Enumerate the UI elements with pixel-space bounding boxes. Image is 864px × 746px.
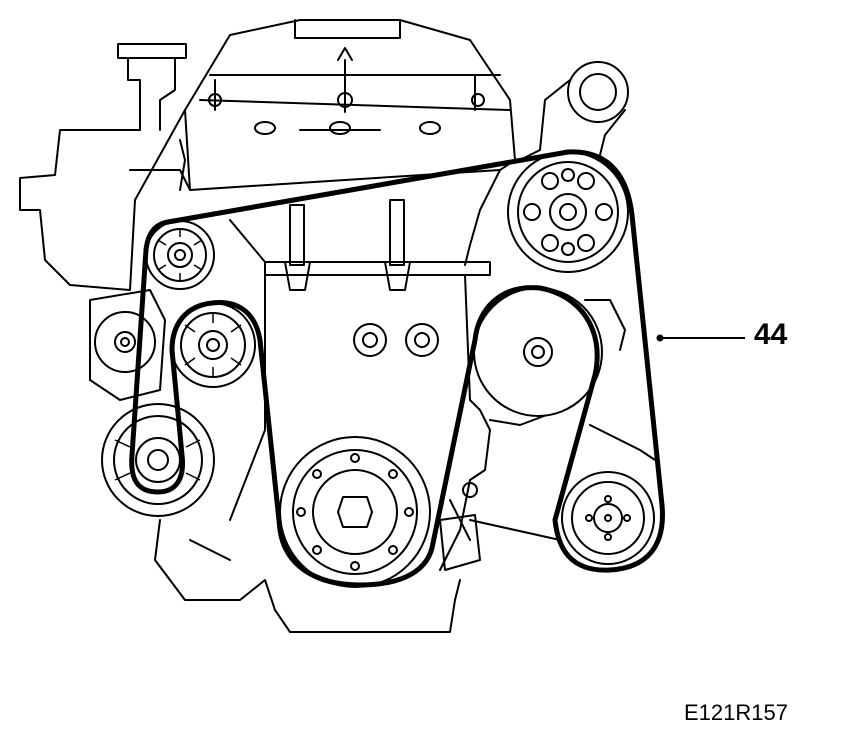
- power-steering-pulley: [473, 287, 603, 417]
- side-bracket-pulley: [94, 311, 156, 373]
- callout-leader: [656, 334, 745, 342]
- crankshaft-pulley: [279, 436, 431, 588]
- alternator-pulley: [101, 403, 215, 517]
- serpentine-belt: [129, 149, 665, 588]
- engine-block-outline: [19, 19, 656, 633]
- ac-compressor-pulley: [561, 471, 655, 565]
- upper-idler-pulley: [145, 220, 215, 290]
- water-pump-pulley: [507, 151, 629, 273]
- tensioner-pulley: [170, 302, 256, 388]
- figure-code: E121R157: [684, 700, 788, 725]
- belt-callout-number: 44: [754, 318, 788, 351]
